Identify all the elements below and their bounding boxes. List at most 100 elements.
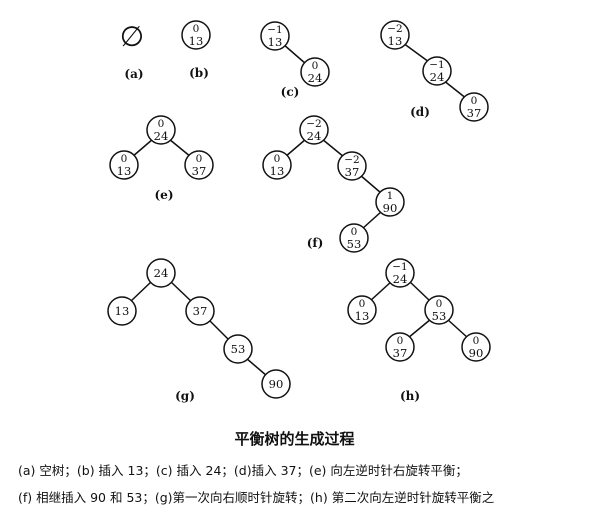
tree-edge: [245, 357, 268, 377]
tree-node: 0 53: [339, 223, 369, 253]
node-balance-factor: 0: [196, 153, 203, 165]
tree-edge: [446, 318, 469, 339]
panel-label-d: (d): [410, 105, 430, 119]
node-balance-factor: −2: [344, 154, 359, 166]
node-key: 24: [307, 129, 322, 143]
node-key: 24: [393, 272, 408, 286]
node-key: 24: [430, 70, 445, 84]
tree-node: −1 24: [385, 258, 415, 288]
figure-caption-line-1: (a) 空树；(b) 插入 13；(c) 插入 24；(d)插入 37；(e) …: [18, 463, 468, 478]
node-key: 37: [192, 164, 207, 178]
node-key: 13: [189, 34, 204, 48]
node-balance-factor: 0: [471, 95, 478, 107]
panel-b: 0 13 (b): [181, 20, 211, 80]
figure-title: 平衡树的生成过程: [234, 430, 355, 448]
tree-node: 0 37: [184, 150, 214, 180]
tree-node: −2 37: [337, 151, 367, 181]
node-key: 24: [308, 71, 323, 85]
node-key: 13: [115, 304, 130, 318]
node-key: 90: [469, 346, 484, 360]
tree-node: 0 13: [347, 295, 377, 325]
node-balance-factor: 0: [121, 153, 128, 165]
tree-edge: [361, 210, 383, 230]
node-balance-factor: 0: [312, 60, 319, 72]
tree-node: 0 24: [300, 57, 330, 87]
tree-node: 1 90: [375, 187, 405, 217]
node-key: 13: [270, 164, 285, 178]
panel-c: −1 13 0 24 (c): [260, 21, 330, 99]
tree-node: 0 53: [424, 295, 454, 325]
tree-edge: [168, 138, 192, 158]
node-key: 24: [154, 266, 169, 280]
tree-node: 0 37: [459, 92, 489, 122]
node-key: 13: [117, 164, 132, 178]
panel-h: −1 24 0 13 0 53 0 37 0 90 (h): [347, 258, 491, 403]
panel-label-h: (h): [400, 389, 420, 403]
tree-edge: [169, 280, 193, 303]
node-key: 37: [393, 346, 408, 360]
node-key: 37: [467, 106, 482, 120]
tree-node: −1 13: [260, 21, 290, 51]
tree-node: 0 37: [385, 332, 415, 362]
node-balance-factor: −2: [387, 23, 402, 35]
tree-node: 0 13: [109, 150, 139, 180]
node-key: 90: [383, 201, 398, 215]
node-key: 53: [347, 237, 362, 251]
node-balance-factor: 0: [351, 226, 358, 238]
tree-edge: [369, 280, 393, 302]
tree-edge: [208, 319, 231, 342]
node-key: 90: [269, 377, 284, 391]
node-balance-factor: 0: [359, 298, 366, 310]
tree-node: −1 24: [422, 56, 452, 86]
tree-edge: [407, 318, 432, 339]
node-key: 24: [154, 129, 169, 143]
node-balance-factor: 0: [473, 335, 480, 347]
node-balance-factor: 0: [158, 118, 165, 130]
node-balance-factor: −1: [267, 24, 282, 36]
tree-edge: [321, 138, 345, 158]
node-balance-factor: −2: [306, 118, 321, 130]
panel-e: 0 24 0 13 0 37 (e): [109, 115, 214, 202]
tree-node: 37: [185, 296, 215, 326]
tree-node: 24: [146, 258, 176, 288]
panel-a: ∅ (a): [120, 20, 144, 81]
node-key: 13: [388, 34, 403, 48]
panel-label-c: (c): [281, 85, 300, 99]
node-key: 53: [432, 309, 447, 323]
empty-tree-symbol: ∅: [120, 20, 144, 53]
tree-edge: [131, 138, 154, 158]
node-key: 13: [268, 35, 283, 49]
tree-node: 90: [261, 369, 291, 399]
node-balance-factor: −1: [429, 59, 444, 71]
tree-node: 0 13: [262, 150, 292, 180]
tree-edge: [282, 43, 307, 65]
panel-f: −2 24 0 13 −2 37 1 90 0 53 (f): [262, 115, 405, 253]
panel-label-a: (a): [124, 67, 143, 81]
tree-node: −2 13: [380, 20, 410, 50]
node-key: 13: [355, 309, 370, 323]
panel-d: −2 13 −1 24 0 37 (d): [380, 20, 489, 122]
node-balance-factor: 0: [436, 298, 443, 310]
node-balance-factor: 0: [193, 23, 200, 35]
node-key: 37: [345, 165, 360, 179]
panel-label-e: (e): [155, 188, 174, 202]
panel-label-b: (b): [189, 66, 209, 80]
tree-node: 0 90: [461, 332, 491, 362]
avl-tree-diagram: ∅ (a) 0 13 (b) −1 13 0 24 (c) −2: [107, 20, 491, 403]
tree-edge: [284, 138, 307, 158]
tree-edge: [129, 280, 153, 303]
tree-node: 53: [223, 334, 253, 364]
tree-edge: [359, 174, 382, 194]
node-balance-factor: 0: [397, 335, 404, 347]
node-key: 37: [193, 304, 208, 318]
node-key: 53: [231, 342, 246, 356]
node-balance-factor: 1: [387, 190, 394, 202]
tree-node: 13: [107, 296, 137, 326]
tree-edge: [408, 280, 431, 302]
tree-node: 0 24: [146, 115, 176, 145]
node-balance-factor: 0: [274, 153, 281, 165]
tree-edge: [402, 42, 430, 63]
node-balance-factor: −1: [392, 261, 407, 273]
figure-caption-line-2: (f) 相继插入 90 和 53；(g)第一次向右顺时针旋转；(h) 第二次向左…: [18, 490, 495, 505]
panel-label-g: (g): [175, 389, 195, 403]
